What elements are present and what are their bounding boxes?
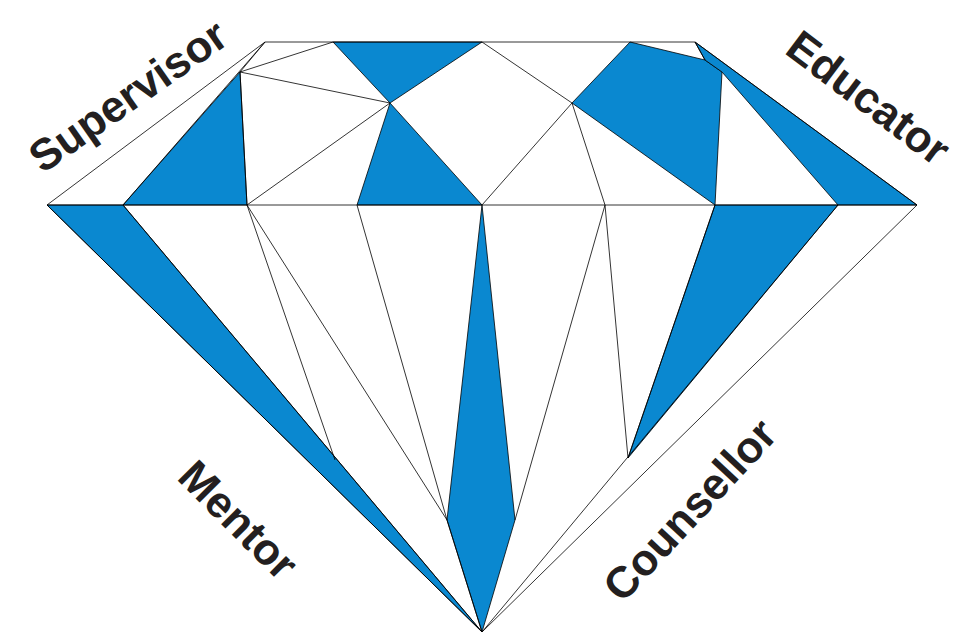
role-label: Mentor <box>171 453 306 588</box>
role-label: Counsellor <box>596 411 785 609</box>
